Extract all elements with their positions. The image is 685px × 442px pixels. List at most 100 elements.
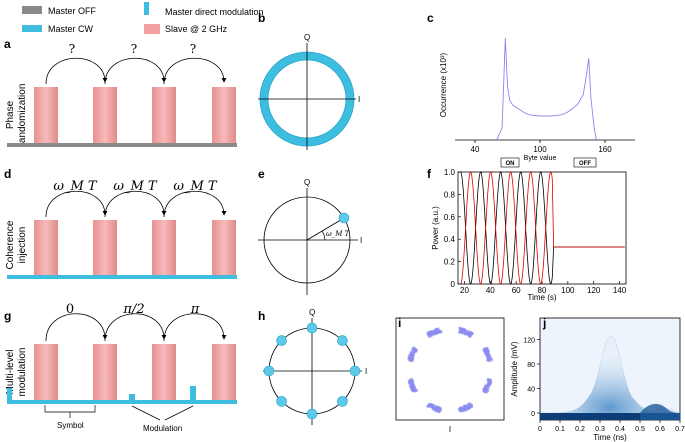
panel-g: g Multi-level modulation 0 π/2 π Symbol …: [4, 302, 237, 433]
modulation-label: Modulation: [143, 424, 182, 433]
i-label: I: [358, 95, 360, 104]
slave-pulse: [34, 220, 58, 275]
scatter-point: [415, 388, 419, 393]
q-label: Q: [309, 308, 315, 317]
master-mod-swatch: [144, 2, 149, 15]
row-d-label-1: Coherence: [5, 220, 16, 269]
angle-arc: [321, 230, 326, 241]
arc-label: ?: [69, 42, 75, 56]
constellation-points: [263, 322, 361, 420]
y-tick-label: 40: [527, 387, 535, 394]
arc-label: 0: [66, 302, 74, 317]
slave-pulse: [93, 87, 117, 143]
eye-baseline: [540, 413, 680, 420]
q-label: Q: [304, 178, 310, 187]
panel-b: b Q I: [258, 11, 360, 150]
scatter-point: [486, 358, 490, 362]
eye-bump: [640, 403, 680, 420]
scatter-point: [432, 332, 436, 337]
row-a-label-2: randomization: [17, 84, 28, 147]
scatter-point: [465, 407, 469, 411]
scatter-point: [430, 404, 434, 408]
legend: Master OFF Master CW Master direct modul…: [22, 2, 264, 34]
off-label: OFF: [579, 161, 591, 167]
master-off-swatch: [22, 6, 42, 14]
scatter-point: [429, 330, 433, 334]
scatter-point: [437, 410, 441, 414]
panel-letter-c: c: [427, 11, 434, 25]
legend-master-mod: Master direct modulation: [165, 7, 264, 17]
eye-density: [540, 336, 680, 420]
x-tick-label: 0: [538, 426, 542, 433]
phase-arrow: [45, 57, 108, 85]
modulation-pointer: [131, 405, 161, 421]
y-tick-label: 0: [451, 280, 456, 289]
slave-pulse: [152, 344, 176, 400]
panel-letter-b: b: [258, 11, 265, 25]
legend-master-cw: Master CW: [48, 24, 94, 34]
scatter-point: [462, 406, 466, 410]
x-tick-label: 40: [486, 286, 495, 295]
phase-arrow: [163, 313, 227, 342]
scatter-point: [484, 349, 489, 354]
row-a-label-1: Phase: [5, 100, 16, 129]
scatter-point: [467, 405, 471, 409]
series-black: [460, 171, 625, 285]
master-line: [7, 400, 237, 404]
slave-pulse: [212, 220, 236, 275]
q-label: Q: [304, 33, 310, 42]
scatter-point: [410, 354, 414, 358]
x-tick-label: 0.4: [615, 426, 625, 433]
x-tick-label: 100: [561, 286, 575, 295]
constellation-point: [337, 396, 348, 407]
scatter-point: [414, 349, 418, 353]
scatter-point: [409, 350, 413, 355]
arc-label: ω_M T: [53, 179, 98, 194]
x-tick-label: 0.1: [555, 426, 565, 433]
y-tick-label: 1.0: [444, 168, 456, 177]
y-tick-label: 0.4: [444, 235, 456, 244]
x-tick-label: 0.3: [595, 426, 605, 433]
histogram-series: [496, 37, 597, 141]
master-cw-swatch: [22, 25, 42, 32]
y-tick-label: 120: [523, 338, 535, 345]
panel-letter-e: e: [258, 167, 265, 181]
angle-label: ω_M T: [326, 230, 351, 238]
x-tick-label: 60: [512, 286, 521, 295]
modulation-spike: [7, 388, 12, 404]
slave-pulse: [93, 344, 117, 400]
constellation-point: [349, 365, 361, 377]
modulation-spike: [190, 386, 196, 404]
panel-c: c 40 100 160 Byte value Occurrence (x10³…: [427, 11, 635, 162]
modulation-pointer: [164, 405, 194, 421]
series-red: [460, 171, 625, 285]
constellation-point: [276, 335, 287, 346]
scatter-point: [467, 333, 471, 337]
arc-label: ?: [131, 42, 137, 56]
state-point: [338, 212, 350, 224]
legend-slave: Slave @ 2 GHz: [165, 24, 228, 34]
scatter-point: [411, 348, 415, 353]
symbol-label: Symbol: [57, 421, 84, 430]
y-axis-label: Amplitude (mV): [510, 341, 519, 396]
scatter-point: [469, 405, 474, 409]
phase-arrow: [163, 190, 227, 218]
i-label: I: [360, 236, 362, 245]
scatter-point: [434, 405, 438, 409]
scatter-point: [487, 378, 491, 383]
constellation-point: [276, 396, 287, 407]
scatter-point: [410, 385, 414, 390]
scatter-point: [482, 347, 486, 351]
phase-arrow: [104, 57, 167, 85]
phase-arrow: [104, 190, 167, 218]
phase-arrow: [163, 57, 227, 85]
slave-pulse: [93, 220, 117, 275]
y-tick-label: 80: [527, 362, 535, 369]
slave-pulse: [152, 220, 176, 275]
panel-letter-f: f: [427, 167, 432, 181]
constellation-point: [306, 322, 318, 334]
scatter-point: [487, 382, 492, 386]
slave-pulse: [212, 87, 236, 143]
